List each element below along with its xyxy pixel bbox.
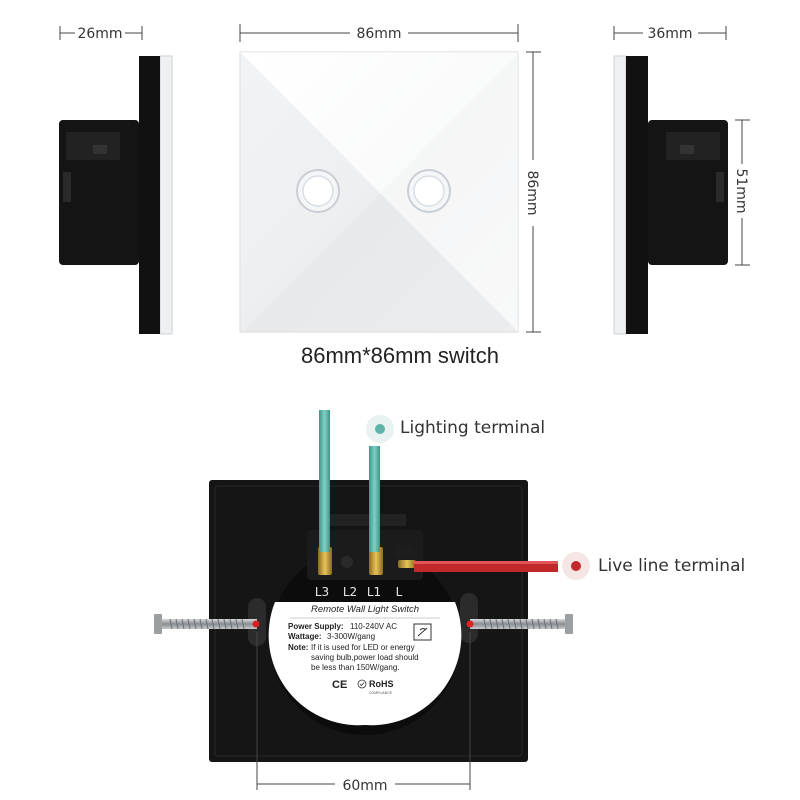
frame-edge [139, 56, 160, 334]
live-wire [414, 561, 558, 572]
rohs-subtext: COMPLIANCE [369, 691, 393, 695]
rohs-text: RoHS [369, 679, 394, 689]
note-line-3: be less than 150W/gang. [311, 663, 400, 672]
terminal-label: L3 [315, 585, 329, 599]
rohs-mark: RoHS COMPLIANCE [357, 679, 394, 695]
back-view: L3 L2 L1 L Remote Wall Light Switch Powe… [154, 410, 573, 794]
mounting-screw-left [154, 614, 260, 634]
mounting-slot-right [460, 593, 478, 643]
wireless-icon [413, 623, 432, 641]
side-view-right: 36mm 51mm [613, 24, 752, 335]
width-dimension-label: 86mm [356, 26, 401, 42]
terminal-block [318, 546, 416, 575]
depth-dimension-label: 36mm [647, 26, 692, 42]
note-line-1: If it is used for LED or energy [311, 643, 415, 652]
lighting-terminal-label: Lighting terminal [400, 418, 546, 438]
front-view: 86mm 86mm [239, 23, 543, 333]
glass-panel-edge [159, 55, 173, 335]
lighting-wire-1 [319, 410, 330, 552]
terminal-label: L [396, 585, 403, 599]
depth-dimension-label: 26mm [77, 26, 122, 42]
caption: 86mm*86mm switch [300, 343, 500, 368]
height-dimension-label: 51mm [733, 168, 749, 213]
height-dimension-label: 86mm [524, 170, 540, 215]
power-supply-value: 110-240V AC [350, 622, 397, 631]
power-supply-label: Power Supply: [288, 622, 344, 631]
wattage-label: Wattage: [288, 632, 321, 641]
terminal-label: L1 [367, 585, 381, 599]
mounting-screw-right [466, 614, 573, 634]
screw-spacing-label: 60mm [342, 778, 387, 794]
lighting-wire-2 [369, 446, 380, 552]
note-line-2: saving bulb,power load should [311, 653, 419, 662]
ce-mark: CE [332, 679, 347, 691]
note-label: Note: [288, 643, 308, 652]
live-line-terminal-label: Live line terminal [598, 556, 746, 576]
lighting-callout-marker [366, 415, 394, 443]
frame-edge [626, 56, 648, 334]
touch-button-2[interactable] [407, 169, 451, 213]
glass-panel-edge [613, 55, 627, 335]
wattage-value: 3-300W/gang [327, 632, 375, 641]
touch-button-1[interactable] [296, 169, 340, 213]
live-callout-marker [562, 552, 590, 580]
label-title: Remote Wall Light Switch [311, 604, 419, 615]
side-view-left: 26mm [59, 24, 173, 335]
terminal-label: L2 [343, 585, 357, 599]
